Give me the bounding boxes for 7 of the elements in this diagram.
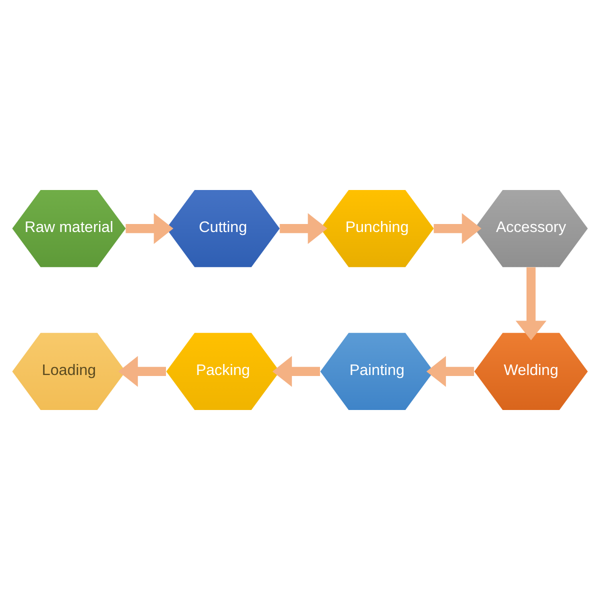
arrow — [516, 267, 546, 340]
arrow — [426, 356, 474, 387]
arrow — [272, 356, 320, 387]
arrow — [118, 356, 166, 387]
arrow — [280, 213, 328, 244]
arrow — [434, 213, 482, 244]
arrow — [126, 213, 174, 244]
